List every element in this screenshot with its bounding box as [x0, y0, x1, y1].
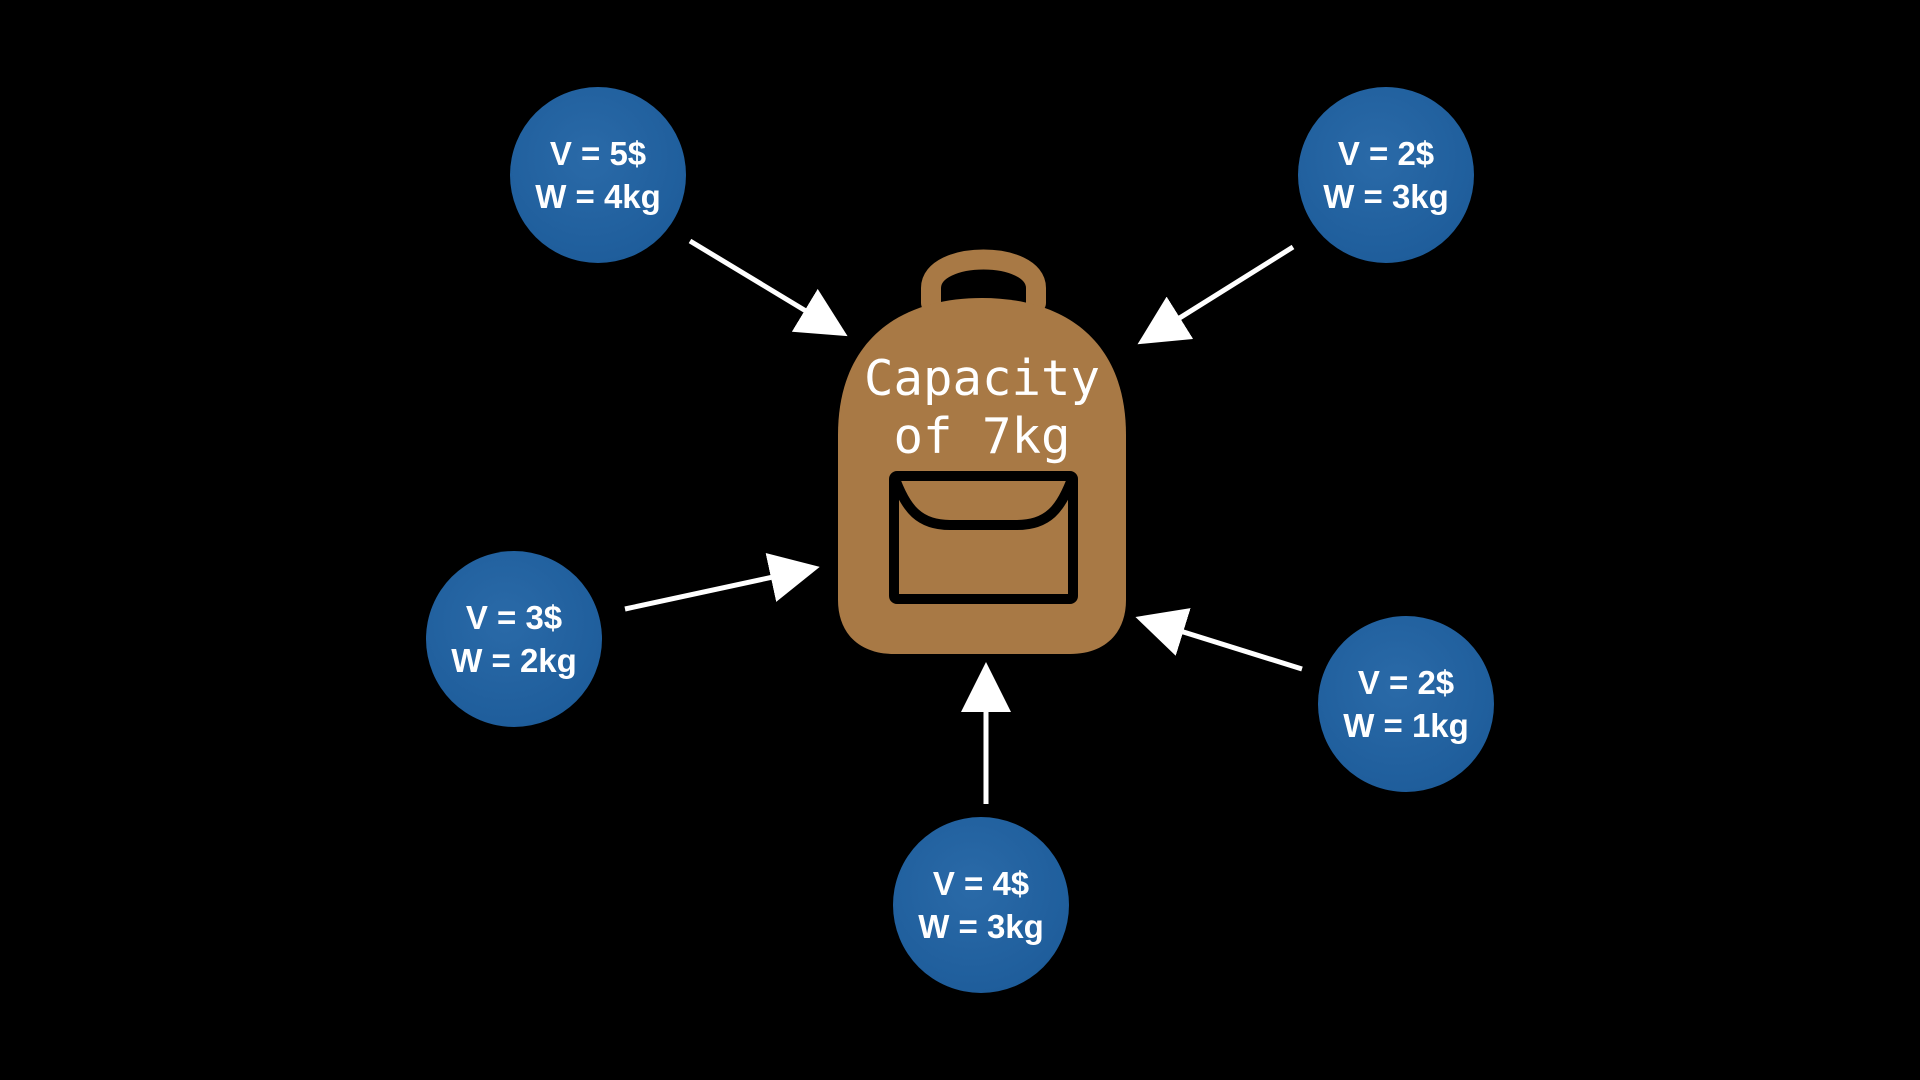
capacity-label-line2: of 7kg — [893, 408, 1071, 465]
item-weight: W = 2kg — [451, 642, 577, 679]
capacity-label: Capacity of 7kg — [838, 350, 1126, 466]
backpack-pocket — [889, 471, 1078, 604]
item-weight: W = 1kg — [1343, 707, 1469, 744]
item-weight: W = 3kg — [1323, 178, 1449, 215]
item-value: V = 2$ — [1337, 135, 1435, 172]
item-value: V = 2$ — [1357, 664, 1455, 701]
arrow-item-3 — [624, 553, 820, 612]
item-node: V = 4$ W = 3kg — [893, 817, 1069, 993]
item-node: V = 2$ W = 1kg — [1318, 616, 1494, 792]
item-value: V = 4$ — [932, 865, 1030, 902]
backpack-icon — [838, 249, 1126, 654]
backpack-handle — [921, 249, 1046, 313]
arrow-item-2 — [1137, 244, 1295, 345]
arrow-item-4 — [1135, 608, 1303, 672]
item-weight: W = 4kg — [535, 178, 661, 215]
item-value: V = 3$ — [465, 599, 563, 636]
item-weight: W = 3kg — [918, 908, 1044, 945]
arrow-item-1 — [688, 238, 848, 337]
item-node: V = 2$ W = 3kg — [1298, 87, 1474, 263]
capacity-label-line1: Capacity — [863, 350, 1100, 407]
arrows — [624, 238, 1303, 804]
item-node: V = 3$ W = 2kg — [426, 551, 602, 727]
item-node: V = 5$ W = 4kg — [510, 87, 686, 263]
item-value: V = 5$ — [549, 135, 647, 172]
